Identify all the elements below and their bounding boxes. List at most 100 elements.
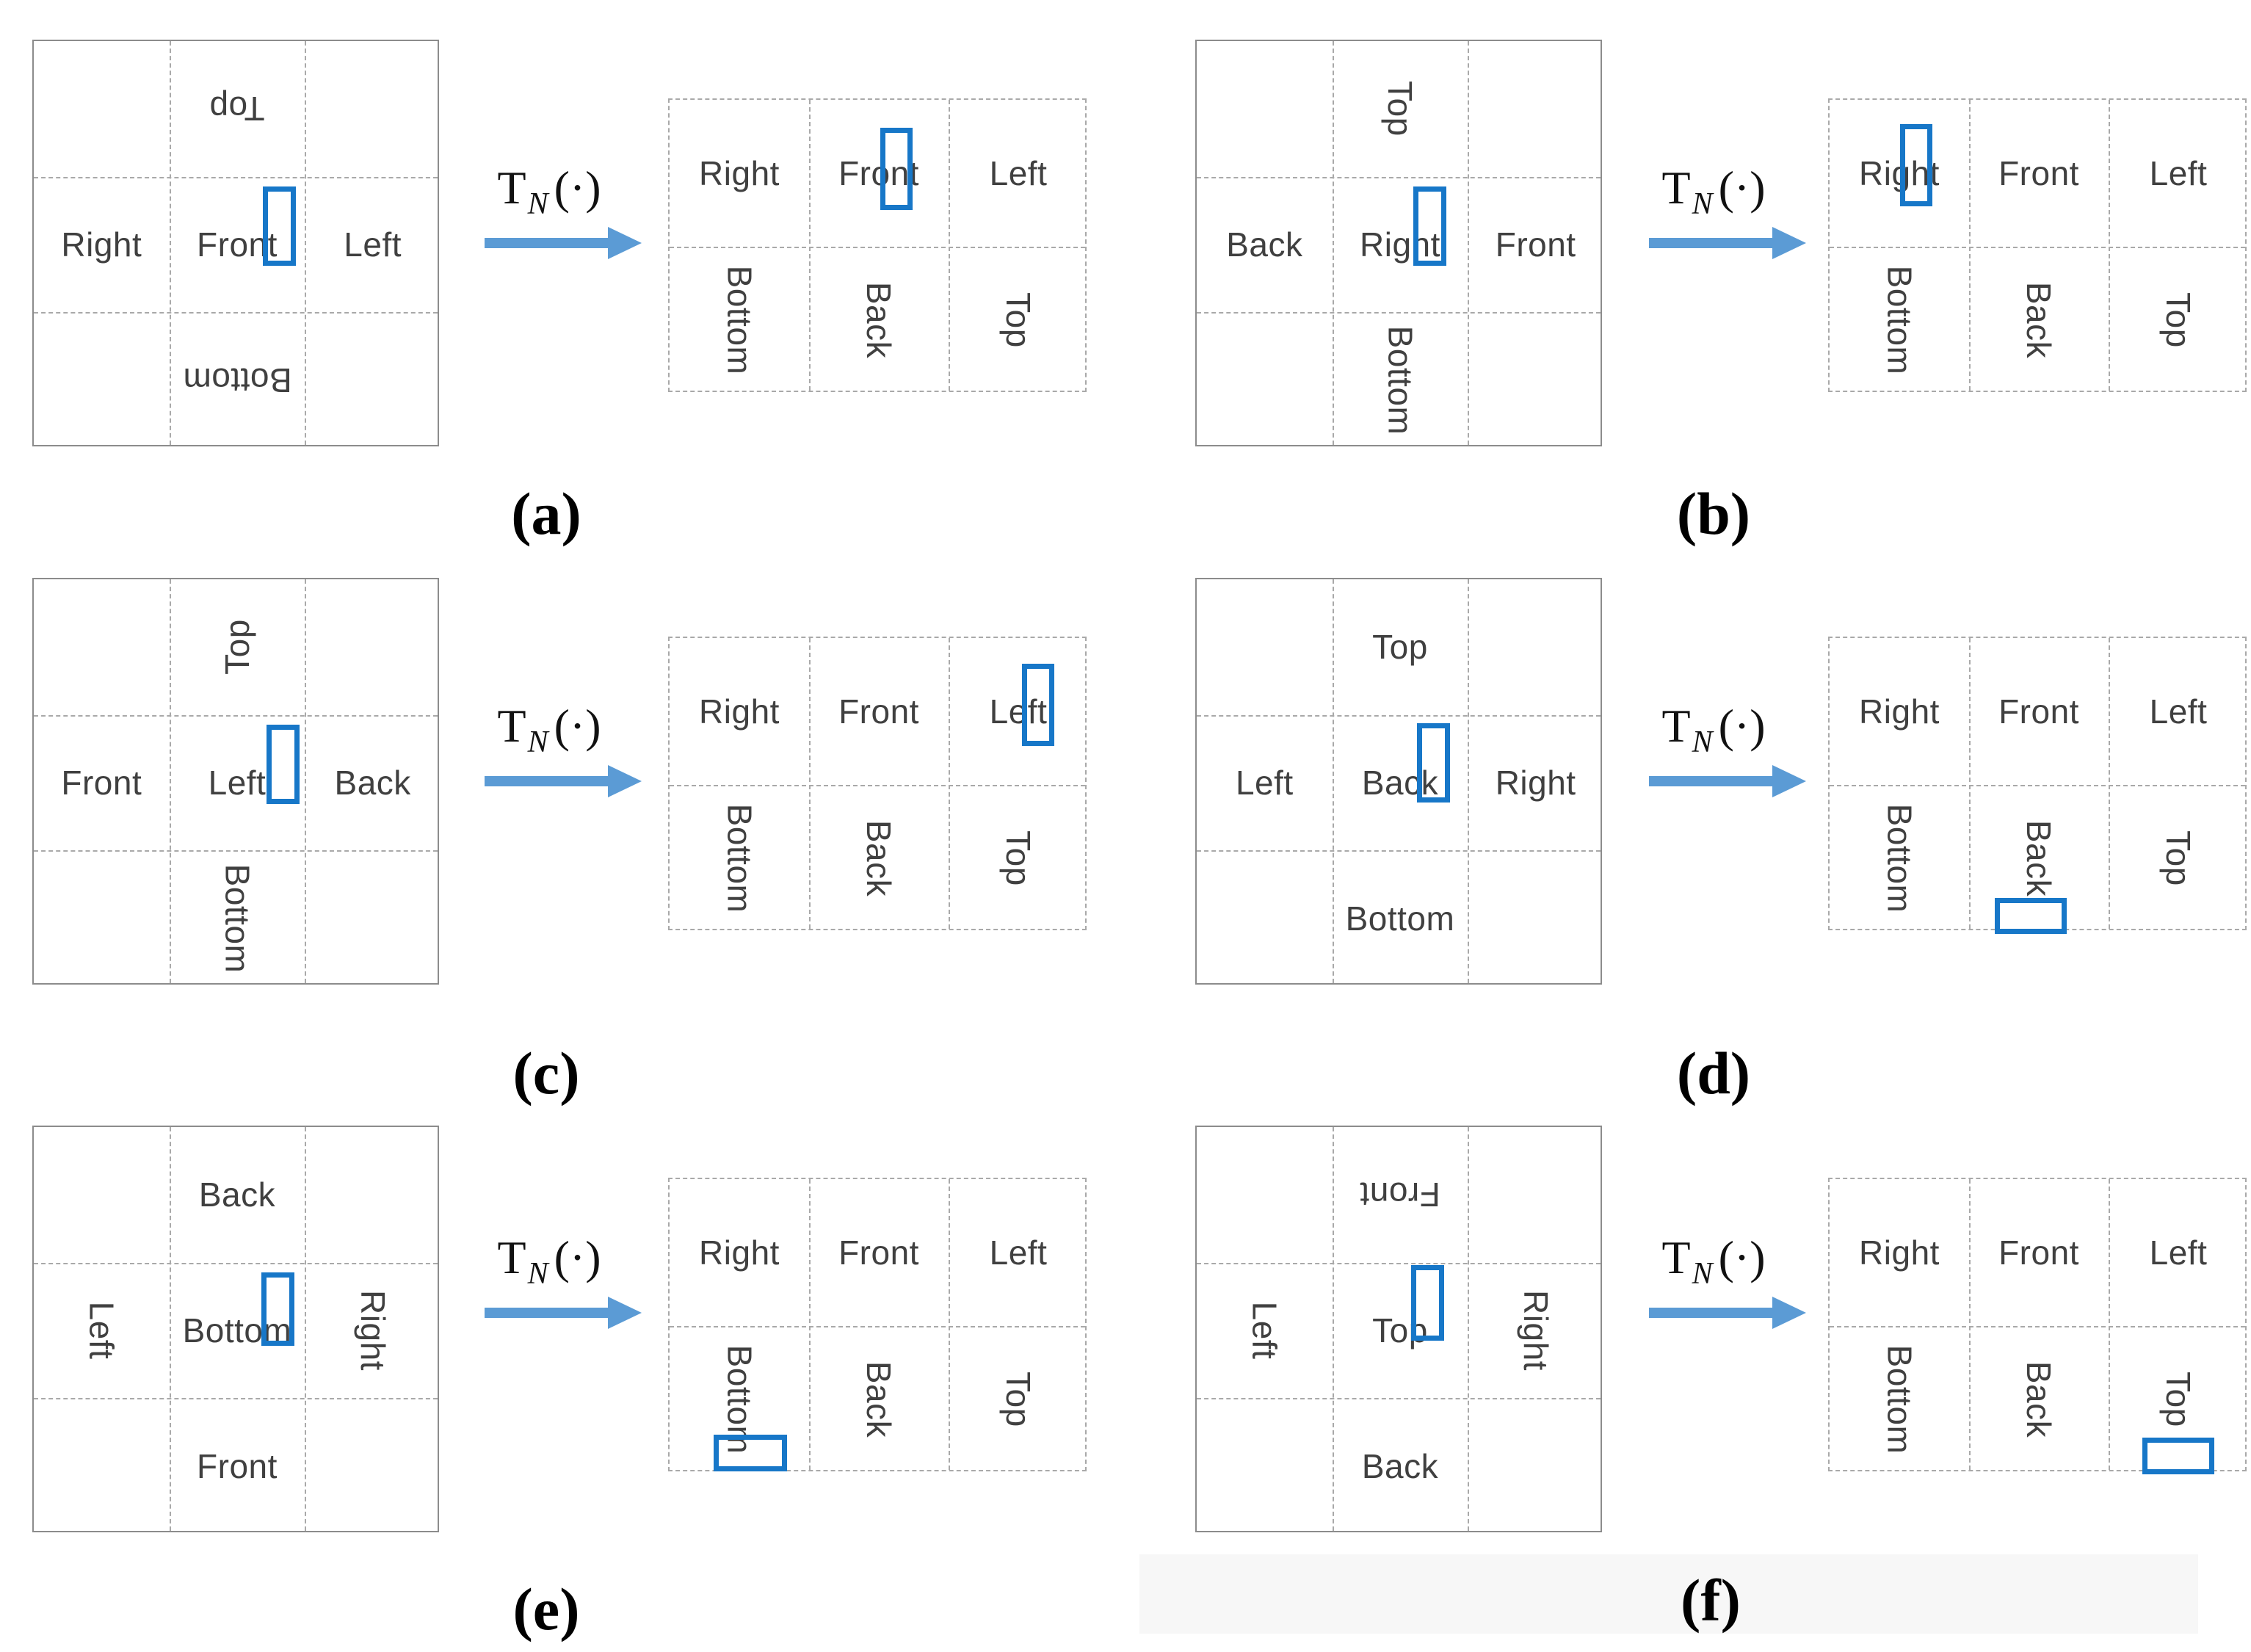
unfold-cell-left: Left [1197, 1263, 1333, 1399]
face-label: Top [2158, 1372, 2197, 1427]
flat-cell-left: Left [2109, 1179, 2248, 1326]
patch-highlight-rect [1022, 664, 1054, 746]
face-label: Right [1360, 225, 1440, 264]
transform-subscript: N [1692, 725, 1713, 759]
flat-cell-right: Right [1830, 1179, 1969, 1326]
unfold-cell-back: Back [1197, 177, 1333, 313]
transform-arrow-head [608, 1297, 642, 1329]
patch-highlight-rect [1417, 723, 1450, 803]
face-label: Front [838, 692, 919, 731]
face-label: Front [1998, 154, 2079, 192]
transform-subscript: N [527, 725, 548, 759]
transform-subscript: N [527, 1257, 548, 1291]
transform-arrow-line [1649, 1308, 1775, 1318]
unfold-cell-top: Top [1333, 579, 1468, 715]
face-label: Back [1226, 225, 1303, 264]
transform-function-label: TN(·) [1661, 1231, 1765, 1291]
face-label: Front [1360, 1175, 1440, 1214]
transform-subscript: N [527, 187, 548, 221]
flat-cell-front: Front [1969, 638, 2109, 785]
flat-cell-front: Front [809, 638, 949, 785]
flat-cell-front: Front [1969, 100, 2109, 247]
face-label: Front [838, 1233, 919, 1272]
unfold-cell-right: Right [34, 177, 170, 313]
flat-cell-back: Back [1969, 1326, 2109, 1473]
transform-arrow-line [485, 776, 611, 786]
unfold-cell-front: Front [34, 715, 170, 851]
face-label: Left [989, 692, 1048, 731]
unfold-cell-front: Front [170, 1398, 305, 1534]
transform-subscript: N [1692, 187, 1713, 221]
flat-cell-right: Right [1830, 638, 1969, 785]
face-label: Left [208, 763, 267, 802]
patch-highlight-rect [2142, 1438, 2214, 1474]
face-label: Left [344, 225, 402, 264]
transform-argument: (·) [554, 162, 601, 214]
flat-cell-left: Left [949, 100, 1088, 247]
face-label: Right [1495, 763, 1576, 802]
transform-subscript: N [1692, 1257, 1713, 1291]
patch-highlight-rect [267, 725, 300, 804]
transform-arrow-line [1649, 776, 1775, 786]
face-label: Right [699, 1233, 780, 1272]
patch-highlight-rect [1413, 186, 1446, 266]
face-label: Back [334, 763, 411, 802]
flat-cell-bottom: Bottom [1830, 1326, 1969, 1473]
unfold-cell-back: Back [1333, 715, 1468, 851]
transform-argument: (·) [554, 1231, 601, 1283]
face-label: Right [61, 225, 142, 264]
flat-cell-right: Right [670, 638, 809, 785]
transform-function-label: TN(·) [497, 1231, 601, 1291]
transform-arrow-head [608, 227, 642, 259]
patch-highlight-rect [1900, 124, 1932, 206]
face-label: Bottom [1880, 1344, 1918, 1454]
transform-arrow-head [1772, 765, 1806, 797]
transform-argument: (·) [554, 700, 601, 752]
face-label: Back [2019, 1361, 2058, 1438]
flat-cell-front: Front [809, 1179, 949, 1326]
face-label: Top [1372, 1311, 1428, 1350]
unfold-cell-back: Back [1333, 1398, 1468, 1534]
transform-arrow-line [1649, 238, 1775, 248]
face-label: Front [1998, 1233, 2079, 1272]
face-label: Top [1372, 628, 1428, 667]
patch-highlight-rect [261, 1272, 294, 1346]
panel-caption-a: (a) [511, 480, 581, 547]
unfold-cell-right: Right [1468, 1263, 1603, 1399]
transform-symbol: T [497, 162, 526, 214]
flat-cell-left: Left [949, 1179, 1088, 1326]
transform-argument: (·) [1718, 700, 1766, 752]
panel-caption-c: (c) [512, 1040, 580, 1106]
face-label: Front [197, 1446, 278, 1485]
unfold-cell-left: Left [1197, 715, 1333, 851]
face-label: Back [1361, 1446, 1439, 1485]
patch-highlight-rect [714, 1435, 787, 1471]
unfold-cell-right: Right [1468, 715, 1603, 851]
face-label: Left [2149, 154, 2208, 192]
unfold-cell-back: Back [305, 715, 441, 851]
patch-highlight-rect [880, 128, 913, 210]
transform-function-label: TN(·) [497, 161, 601, 221]
flat-cell-right: Right [670, 100, 809, 247]
unfold-cell-front: Front [1333, 1127, 1468, 1263]
face-label: Left [989, 154, 1048, 192]
face-label: Right [699, 154, 780, 192]
transform-arrow-head [1772, 1297, 1806, 1329]
unfold-cell-back: Back [170, 1127, 305, 1263]
patch-highlight-rect [1411, 1265, 1444, 1341]
face-label: Front [1495, 225, 1576, 264]
transform-arrow-head [1772, 227, 1806, 259]
transform-symbol: T [1661, 700, 1691, 752]
face-label: Left [2149, 1233, 2208, 1272]
face-label: Left [1235, 763, 1294, 802]
patch-highlight-rect [1995, 898, 2067, 934]
flat-cell-right: Right [670, 1179, 809, 1326]
panel-caption-e: (e) [512, 1576, 580, 1642]
flat-cell-left: Left [949, 638, 1088, 785]
flat-cell-front: Front [809, 100, 949, 247]
